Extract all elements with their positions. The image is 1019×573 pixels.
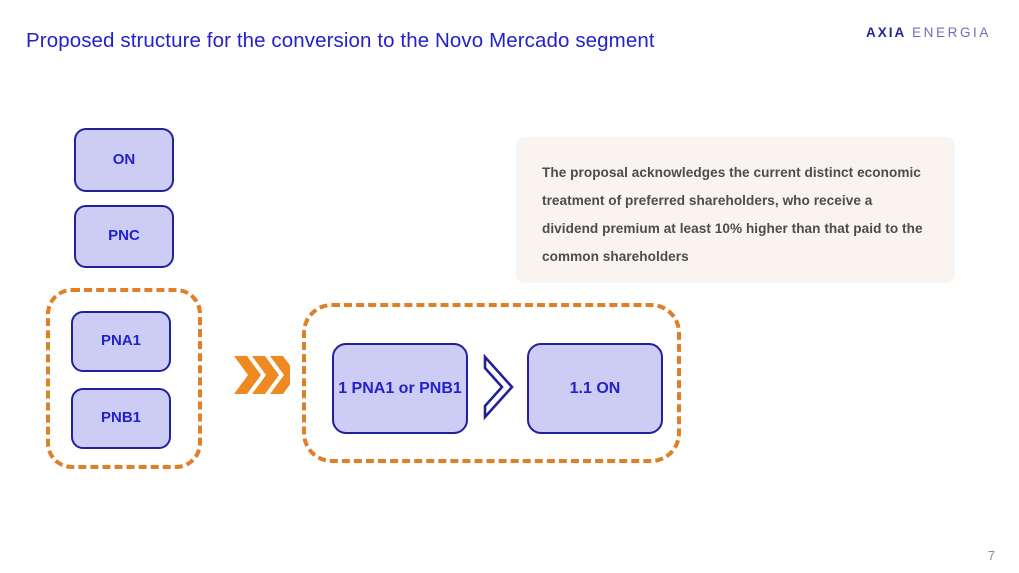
chevron-right-outline-icon xyxy=(481,353,516,421)
brand-logo-primary: AXIA xyxy=(866,25,907,40)
callout-note: The proposal acknowledges the current di… xyxy=(516,137,955,283)
conversion-from-box[interactable]: 1 PNA1 or PNB1 xyxy=(332,343,468,434)
brand-logo: AXIA ENERGIA xyxy=(866,25,991,40)
triple-chevron-right-icon xyxy=(232,353,297,397)
conversion-group xyxy=(302,303,681,463)
callout-note-text: The proposal acknowledges the current di… xyxy=(542,165,923,264)
page-number: 7 xyxy=(987,548,995,563)
preferred-shares-group xyxy=(46,288,202,469)
share-class-box-pnc[interactable]: PNC xyxy=(74,205,174,268)
page-title: Proposed structure for the conversion to… xyxy=(26,29,655,52)
share-class-box-pnb1[interactable]: PNB1 xyxy=(71,388,171,449)
share-class-box-pna1[interactable]: PNA1 xyxy=(71,311,171,372)
brand-logo-secondary: ENERGIA xyxy=(912,25,991,40)
conversion-to-box[interactable]: 1.1 ON xyxy=(527,343,663,434)
share-class-box-on[interactable]: ON xyxy=(74,128,174,192)
